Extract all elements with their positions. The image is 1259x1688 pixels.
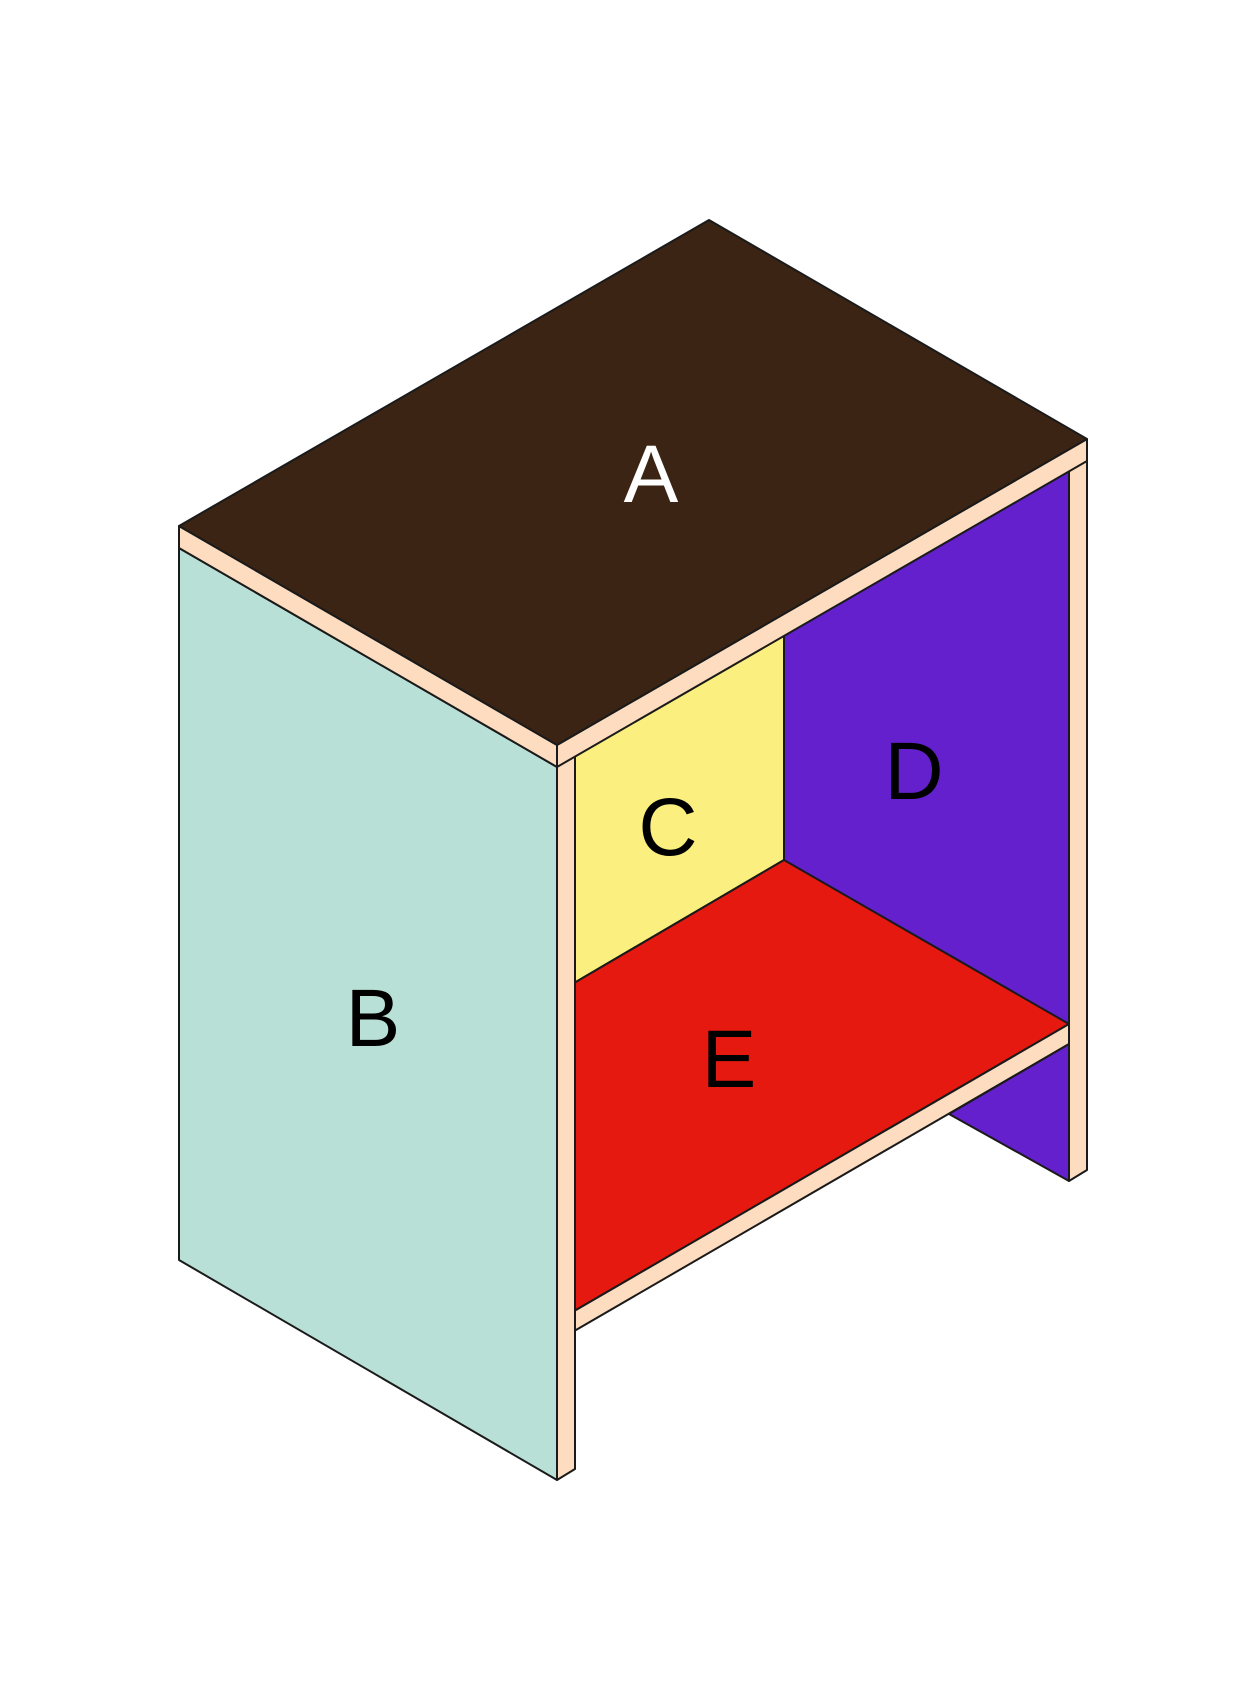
label-a: A	[624, 429, 679, 520]
panel-d-lower	[948, 1043, 1070, 1182]
label-d: D	[884, 726, 943, 817]
label-e: E	[702, 1014, 757, 1105]
panel-a	[178, 219, 1088, 746]
label-c: C	[638, 782, 697, 873]
right-upright-front-edge	[1068, 450, 1088, 1182]
left-upright-front-edge	[556, 733, 576, 1481]
label-b: B	[346, 973, 401, 1064]
